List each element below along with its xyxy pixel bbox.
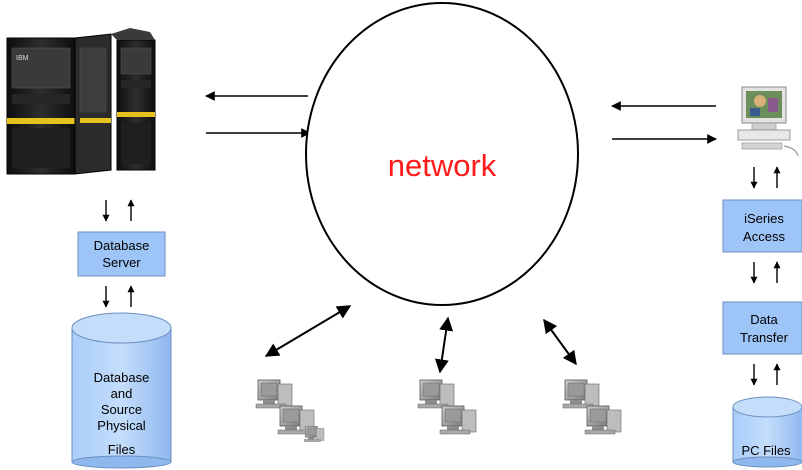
pc-computer-icon [737,86,799,157]
data-transfer-line-2: Transfer [740,330,789,345]
database-server-box: Database Server [77,231,166,277]
server-brand: IBM [16,55,29,62]
network-cloud: network [305,2,579,306]
database-files-cylinder: Database and Source Physical Files [71,312,172,469]
ibm-server-icon: IBM [6,28,156,175]
pc-files-cylinder: PC Files [732,396,802,468]
arrow-network-workstations-left [264,305,352,357]
workstation-cluster-left-icon [255,379,325,442]
data-transfer-box: Data Transfer [722,301,802,355]
server-stripe [7,118,75,124]
db-files-line-4: Physical [97,418,146,433]
data-transfer-line-1: Data [750,312,778,327]
network-label: network [388,148,497,183]
database-server-line-1: Database [94,238,150,253]
db-files-line-2: and [111,386,133,401]
iseries-access-box: iSeries Access [722,199,802,253]
database-server-line-2: Server [102,255,141,270]
iseries-access-line-2: Access [743,229,785,244]
arrow-network-workstations-middle [434,316,454,374]
workstation-cluster-middle-icon [417,379,477,435]
workstation-cluster-right-icon [562,379,622,435]
arrow-network-workstations-right [543,318,577,366]
pc-files-label: PC Files [741,443,791,458]
db-files-line-3: Source [101,402,142,417]
iseries-access-line-1: iSeries [744,211,784,226]
db-files-line-5: Files [108,442,136,457]
db-files-line-1: Database [94,370,150,385]
